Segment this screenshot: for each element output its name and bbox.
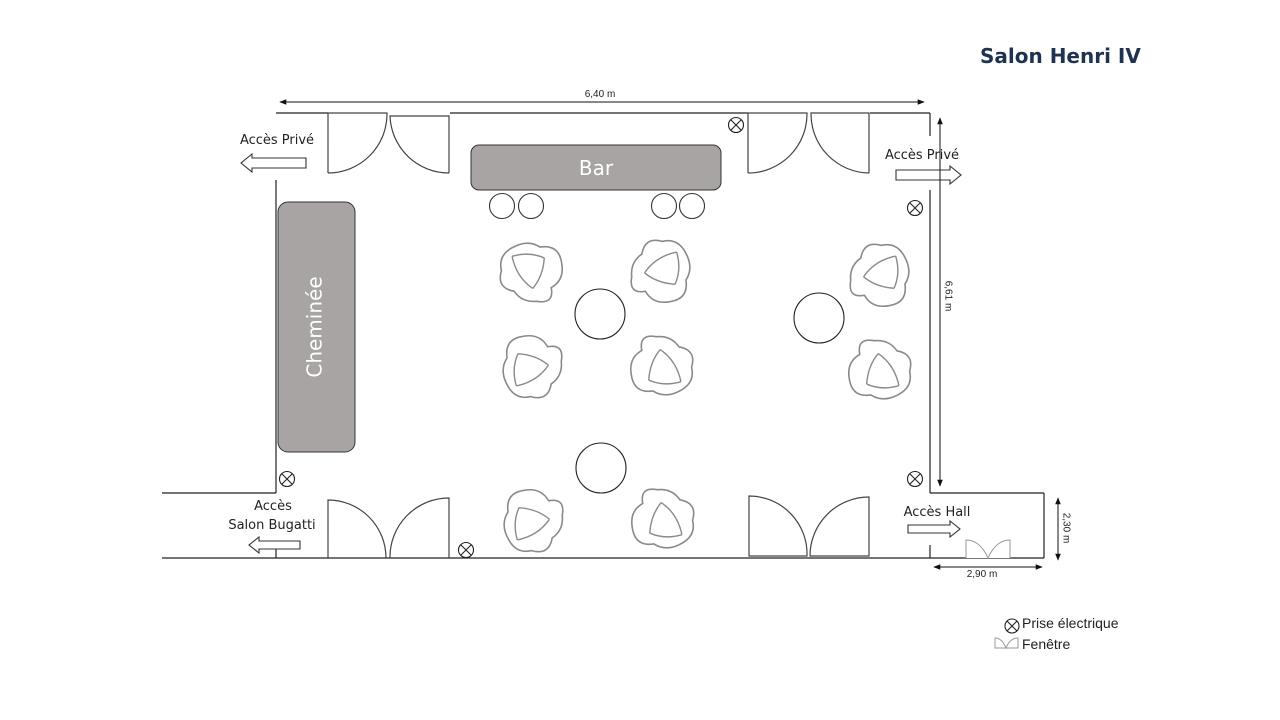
outlet-icon (906, 470, 924, 488)
outlet-icon (906, 199, 924, 217)
outlets (278, 116, 924, 559)
bar-stools (488, 192, 706, 220)
table (793, 292, 845, 344)
outlet-icon (457, 541, 475, 559)
access-hall[interactable]: Accès Hall (904, 505, 971, 539)
armchair (626, 234, 695, 307)
door-bottom-right[interactable] (748, 495, 870, 557)
access-private-left[interactable]: Accès Privé (240, 133, 314, 174)
arrow-right-icon (907, 519, 961, 539)
door-bottom-left[interactable] (327, 497, 450, 559)
bar-counter (470, 144, 722, 191)
armchairs (494, 234, 917, 558)
access-private-right[interactable]: Accès Privé (885, 148, 962, 186)
dimension-hall-width: 2,90 m (933, 564, 1043, 580)
access-bugatti-line1: Accès (254, 499, 292, 514)
access-hall-label: Accès Hall (904, 505, 971, 520)
page-title: Salon Henri IV (980, 44, 1141, 68)
bar-label: Bar (579, 156, 614, 180)
armchair (494, 238, 567, 307)
access-private-left-label: Accès Privé (240, 133, 314, 148)
walls (162, 112, 1045, 559)
armchair (627, 484, 700, 553)
dimension-hall-height-label: 2,30 m (1060, 513, 1071, 544)
access-bugatti-line2: Salon Bugatti (228, 518, 315, 533)
fireplace-label: Cheminée (303, 276, 327, 377)
armchair (844, 335, 917, 404)
arrow-left-icon (240, 152, 307, 174)
legend: Prise électrique Fenêtre (994, 615, 1119, 652)
window-icon (994, 637, 1019, 650)
legend-outlet-label: Prise électrique (1022, 615, 1119, 631)
armchair (845, 238, 914, 311)
arrow-right-icon (895, 164, 962, 186)
legend-window-label: Fenêtre (1022, 636, 1070, 652)
armchair (499, 485, 568, 558)
access-private-right-label: Accès Privé (885, 148, 959, 163)
armchair (626, 331, 699, 400)
dimension-height-label: 6,61 m (942, 281, 953, 312)
access-salon-bugatti[interactable]: Accès Salon Bugatti (228, 499, 316, 555)
hall-window (965, 539, 1011, 560)
dimension-width: 6,40 m (279, 89, 925, 105)
table (575, 442, 627, 494)
tables (574, 288, 845, 494)
dimension-width-label: 6,40 m (585, 89, 616, 100)
dimension-height: 6,61 m (937, 117, 953, 487)
outlet-icon (278, 470, 296, 488)
arrow-left-icon (248, 535, 301, 555)
dimension-hall-width-label: 2,90 m (967, 569, 998, 580)
table (574, 288, 626, 340)
door-top-right[interactable] (747, 112, 870, 174)
bar-stool (650, 192, 678, 220)
outlet-icon (727, 116, 745, 134)
dimension-hall-height: 2,30 m (1055, 497, 1071, 561)
bar-stool (488, 192, 516, 220)
fireplace (277, 201, 356, 453)
bar-stool (517, 192, 545, 220)
armchair (498, 331, 567, 404)
bar-stool (678, 192, 706, 220)
outlet-icon (1004, 618, 1020, 634)
door-top-left[interactable] (327, 112, 450, 174)
